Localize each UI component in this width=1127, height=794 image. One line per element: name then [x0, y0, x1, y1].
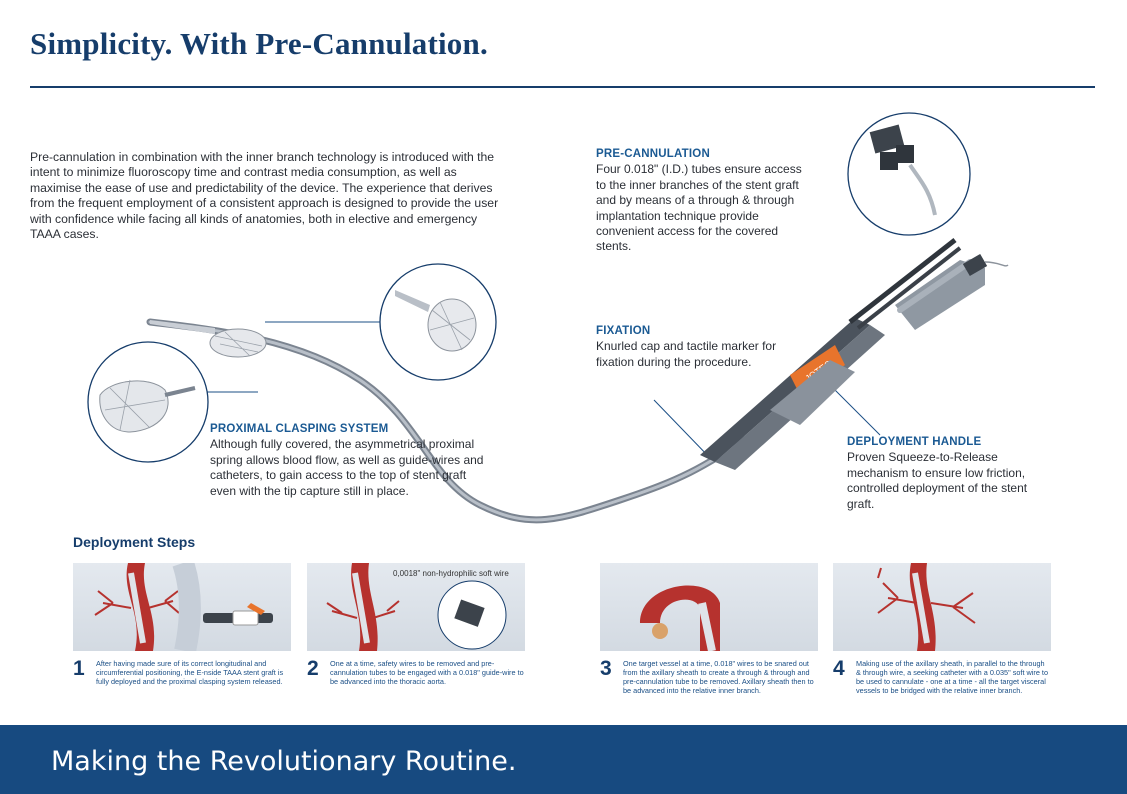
callout-body: Although fully covered, the asymmetrical…	[210, 437, 484, 498]
callout-heading: PROXIMAL CLASPING SYSTEM	[210, 423, 389, 435]
callout-proximal-clasping: PROXIMAL CLASPING SYSTEM Although fully …	[210, 422, 495, 499]
callout-body: Proven Squeeze-to-Release mechanism to e…	[847, 450, 1028, 511]
callout-heading: PRE-CANNULATION	[596, 148, 710, 160]
deployment-steps-heading: Deployment Steps	[73, 534, 196, 550]
intro-paragraph: Pre-cannulation in combination with the …	[30, 150, 499, 242]
footer-tagline: Making the Revolutionary Routine.	[51, 746, 517, 777]
step-1-image	[73, 563, 291, 651]
callout-body: Four 0.018" (I.D.) tubes ensure access t…	[596, 162, 802, 254]
callout-body: Knurled cap and tactile marker for fixat…	[596, 339, 777, 369]
step-description: Making use of the axillary sheath, in pa…	[856, 659, 1049, 695]
wire-label: 0,0018" non-hydrophilic soft wire	[393, 569, 509, 578]
step-number: 2	[307, 657, 319, 680]
step-number: 1	[73, 657, 85, 680]
callout-heading: FIXATION	[596, 325, 651, 337]
step-description: After having made sure of its correct lo…	[96, 659, 284, 686]
footer-banner: Making the Revolutionary Routine.	[0, 725, 1127, 794]
page-title: Simplicity. With Pre-Cannulation.	[30, 26, 488, 61]
svg-text:JOTEC: JOTEC	[803, 358, 833, 383]
step-4-image	[833, 563, 1051, 651]
callout-heading: DEPLOYMENT HANDLE	[847, 436, 982, 448]
step-number: 3	[600, 657, 612, 680]
step-3-image	[600, 563, 818, 651]
step-number: 4	[833, 657, 845, 680]
title-divider	[30, 86, 1095, 88]
step-2-image	[307, 563, 525, 651]
callout-deployment-handle: DEPLOYMENT HANDLE Proven Squeeze-to-Rele…	[847, 435, 1037, 512]
step-description: One at a time, safety wires to be remove…	[330, 659, 524, 686]
callout-pre-cannulation: PRE-CANNULATION Four 0.018" (I.D.) tubes…	[596, 147, 811, 255]
callout-fixation: FIXATION Knurled cap and tactile marker …	[596, 324, 806, 370]
step-description: One target vessel at a time, 0.018" wire…	[623, 659, 814, 695]
